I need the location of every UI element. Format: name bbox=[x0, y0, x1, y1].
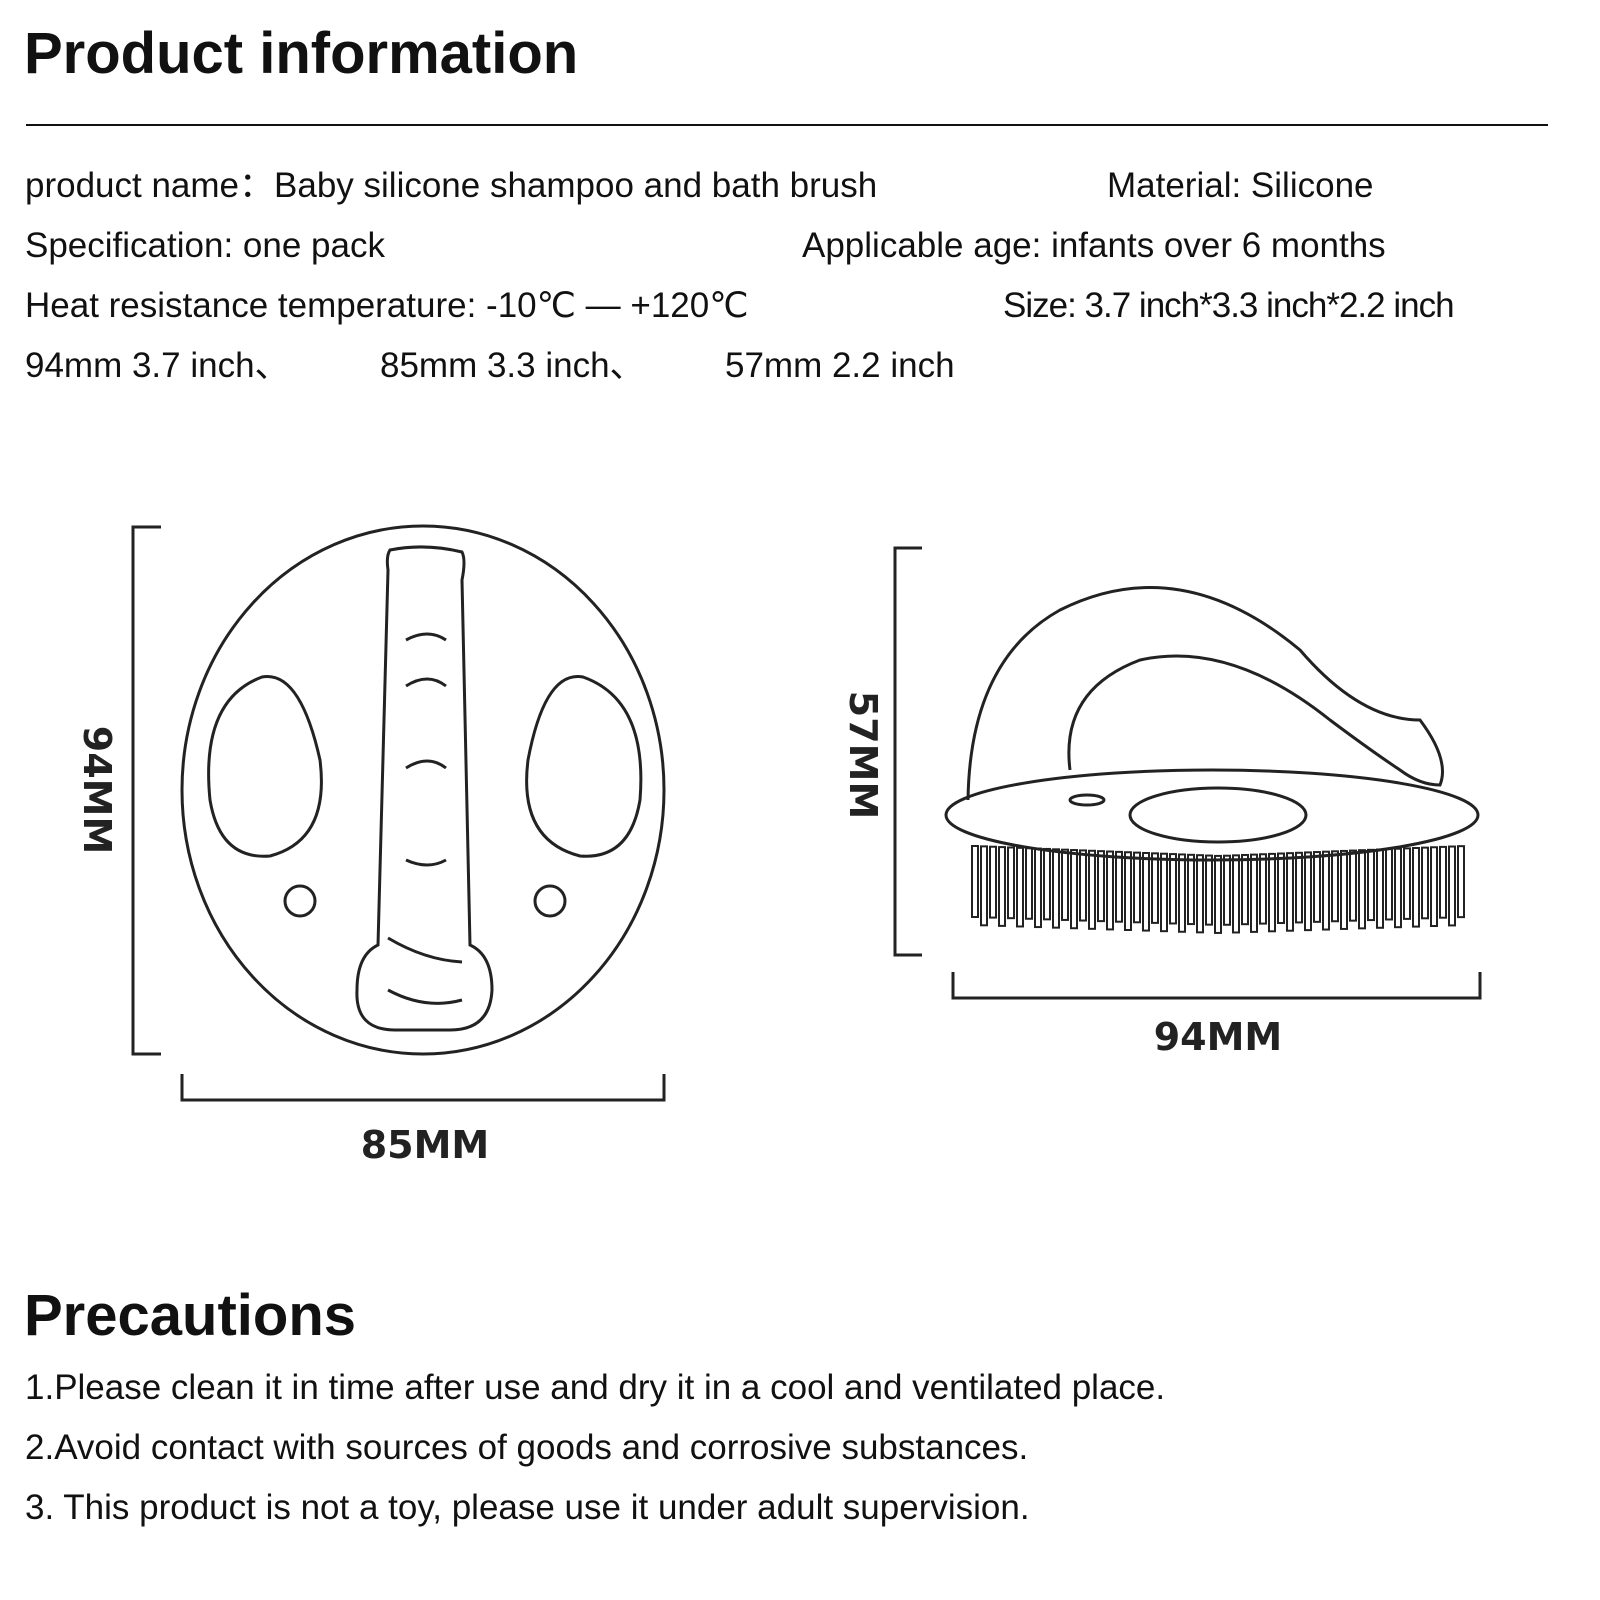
bristle bbox=[1160, 852, 1168, 933]
bristle bbox=[1430, 846, 1438, 928]
applicable-age: Applicable age: infants over 6 months bbox=[802, 226, 1386, 265]
bristle bbox=[1223, 854, 1231, 926]
bristles bbox=[971, 845, 1465, 934]
bristle bbox=[1367, 848, 1375, 922]
front-view: 94MM 85MM bbox=[75, 524, 666, 1167]
bristle bbox=[1358, 849, 1366, 930]
bristle bbox=[1097, 850, 1105, 923]
bristle bbox=[1052, 848, 1060, 929]
front-height-label: 94MM bbox=[75, 726, 119, 855]
dimension-57: 57mm 2.2 inch bbox=[725, 346, 955, 385]
precaution-item: 3. This product is not a toy, please use… bbox=[25, 1488, 1030, 1527]
bristle bbox=[1034, 847, 1042, 929]
bristle bbox=[1241, 853, 1249, 926]
title-divider bbox=[26, 124, 1548, 126]
specification: Specification: one pack bbox=[25, 226, 385, 265]
front-width-label: 85MM bbox=[361, 1123, 490, 1167]
bristle bbox=[1061, 848, 1069, 921]
bristle bbox=[1016, 846, 1024, 928]
bristle bbox=[1088, 849, 1096, 930]
size: Size: 3.7 inch*3.3 inch*2.2 inch bbox=[1003, 286, 1455, 325]
bristle bbox=[1187, 853, 1195, 926]
bristle bbox=[1421, 846, 1429, 920]
height-bracket bbox=[131, 525, 161, 1056]
bristle bbox=[1178, 853, 1186, 933]
bristle bbox=[1232, 854, 1240, 934]
bristle bbox=[1079, 849, 1087, 922]
bristle bbox=[980, 845, 988, 927]
bristle bbox=[989, 845, 997, 919]
base-dot bbox=[1068, 793, 1106, 807]
left-hole bbox=[207, 675, 323, 858]
bristle bbox=[1286, 852, 1294, 932]
bristle bbox=[1448, 845, 1456, 927]
product-name: product name：Baby silicone shampoo and b… bbox=[25, 166, 878, 205]
bristle bbox=[1151, 852, 1159, 924]
right-hole bbox=[525, 675, 643, 858]
brush-body-outline bbox=[180, 524, 666, 1056]
bristle bbox=[1322, 850, 1330, 931]
bristle bbox=[1142, 851, 1150, 932]
dimension-94: 94mm 3.7 inch、 bbox=[25, 346, 290, 385]
dimension-85: 85mm 3.3 inch、 bbox=[380, 346, 645, 385]
bristle bbox=[1214, 854, 1222, 934]
bristle bbox=[1457, 845, 1465, 919]
bristle bbox=[1376, 848, 1384, 929]
bristle bbox=[1394, 847, 1402, 929]
width-bracket bbox=[180, 1074, 666, 1102]
side-width-label: 94MM bbox=[1154, 1015, 1283, 1059]
handle-ridges bbox=[387, 632, 463, 1005]
bristle bbox=[1259, 853, 1267, 925]
side-view: 57MM 94MM bbox=[841, 546, 1482, 1059]
bristle bbox=[1340, 849, 1348, 930]
bristle bbox=[1412, 847, 1420, 928]
bristle bbox=[1385, 848, 1393, 921]
bristle bbox=[998, 846, 1006, 927]
page-title: Product information bbox=[24, 21, 579, 86]
bristle bbox=[1250, 853, 1258, 933]
bristle bbox=[1124, 851, 1132, 931]
bristle bbox=[1043, 847, 1051, 921]
bristle bbox=[1268, 852, 1276, 933]
handle-arc bbox=[966, 586, 1444, 801]
left-dot bbox=[283, 884, 317, 918]
bristle bbox=[1025, 847, 1033, 920]
bristle bbox=[1349, 849, 1357, 922]
bristle bbox=[1277, 852, 1285, 925]
bristle bbox=[1070, 849, 1078, 930]
bristle bbox=[1205, 854, 1213, 926]
bristle bbox=[1196, 854, 1204, 934]
side-height-label: 57MM bbox=[841, 691, 885, 820]
bristle bbox=[1304, 851, 1312, 932]
right-dot bbox=[533, 884, 567, 918]
bristle bbox=[1133, 851, 1141, 924]
bristle bbox=[1295, 851, 1303, 924]
precaution-item: 1.Please clean it in time after use and … bbox=[25, 1368, 1166, 1407]
bristle bbox=[1106, 850, 1114, 931]
base-hole bbox=[1128, 786, 1308, 844]
width-bracket bbox=[951, 972, 1482, 1000]
bristle bbox=[971, 845, 979, 918]
material: Material: Silicone bbox=[1107, 166, 1374, 205]
bristle bbox=[1439, 845, 1447, 919]
bristle bbox=[1331, 850, 1339, 923]
bristle bbox=[1313, 851, 1321, 923]
height-bracket bbox=[893, 546, 922, 957]
heat-resistance: Heat resistance temperature: -10℃ — +120… bbox=[25, 286, 749, 325]
handle-outline bbox=[355, 545, 494, 1032]
bristle bbox=[1403, 847, 1411, 920]
bristle bbox=[1007, 846, 1015, 920]
bristle bbox=[1115, 850, 1123, 923]
precautions-title: Precautions bbox=[24, 1283, 356, 1348]
precaution-item: 2.Avoid contact with sources of goods an… bbox=[25, 1428, 1029, 1467]
brush-base bbox=[944, 768, 1480, 862]
bristle bbox=[1169, 853, 1177, 925]
